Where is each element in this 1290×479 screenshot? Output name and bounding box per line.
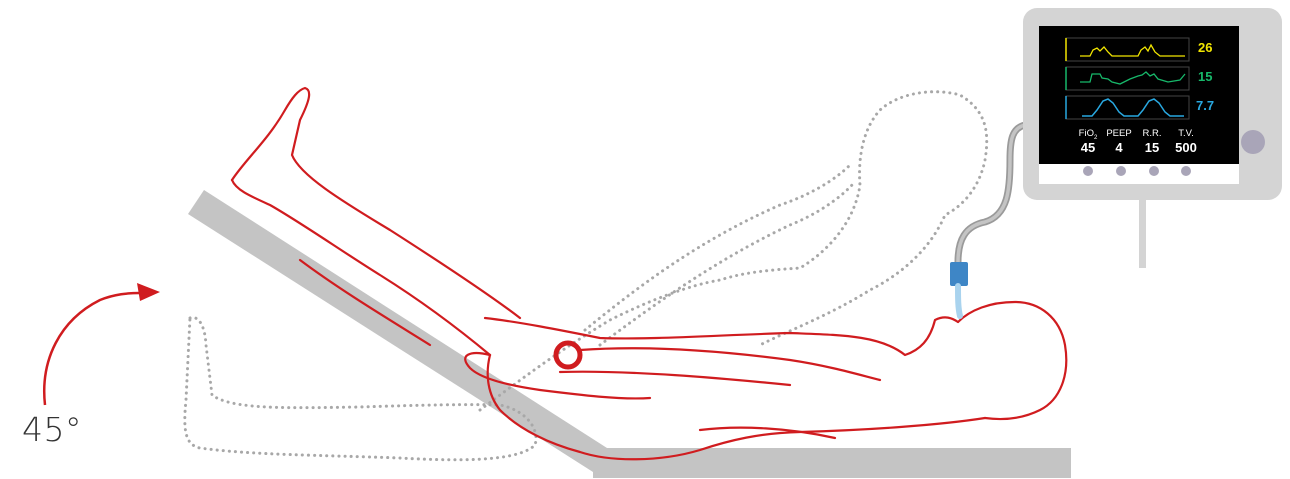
rotation-arrowhead bbox=[137, 283, 160, 301]
patient-head bbox=[958, 302, 1066, 419]
bed-backrest bbox=[188, 190, 607, 472]
flow-readout: 15 bbox=[1198, 69, 1212, 84]
bed-base bbox=[593, 448, 1071, 478]
patient-leg-upper bbox=[232, 88, 520, 318]
tubing-connector bbox=[950, 262, 968, 286]
monitor-button-2[interactable] bbox=[1116, 166, 1126, 176]
patient-previous-arm-outline bbox=[585, 165, 852, 345]
volume-readout: 7.7 bbox=[1196, 98, 1214, 113]
patient-outline bbox=[232, 88, 1066, 459]
bed bbox=[188, 190, 1071, 478]
monitor-button-1[interactable] bbox=[1083, 166, 1093, 176]
param-value-tv: 500 bbox=[1166, 140, 1206, 155]
pressure-readout: 26 bbox=[1198, 40, 1212, 55]
patient-arm bbox=[580, 348, 880, 380]
param-label-fio2-text: FiO bbox=[1079, 128, 1094, 139]
rotation-arrow bbox=[44, 293, 140, 405]
monitor-button-3[interactable] bbox=[1149, 166, 1159, 176]
ventilator-tubing-highlight bbox=[958, 125, 1025, 262]
patient-leg-lower bbox=[232, 180, 490, 355]
monitor-knob[interactable] bbox=[1241, 130, 1265, 154]
endotracheal-tube bbox=[958, 286, 960, 316]
angle-label: 45° bbox=[22, 410, 82, 449]
patient-arm-lower bbox=[560, 372, 790, 385]
param-label-tv: T.V. bbox=[1166, 128, 1206, 139]
patient-back-inner bbox=[700, 428, 835, 438]
monitor-button-panel bbox=[1039, 164, 1239, 184]
monitor-button-4[interactable] bbox=[1181, 166, 1191, 176]
ventilator-tubing bbox=[958, 125, 1025, 262]
monitor-pole bbox=[1139, 198, 1146, 268]
